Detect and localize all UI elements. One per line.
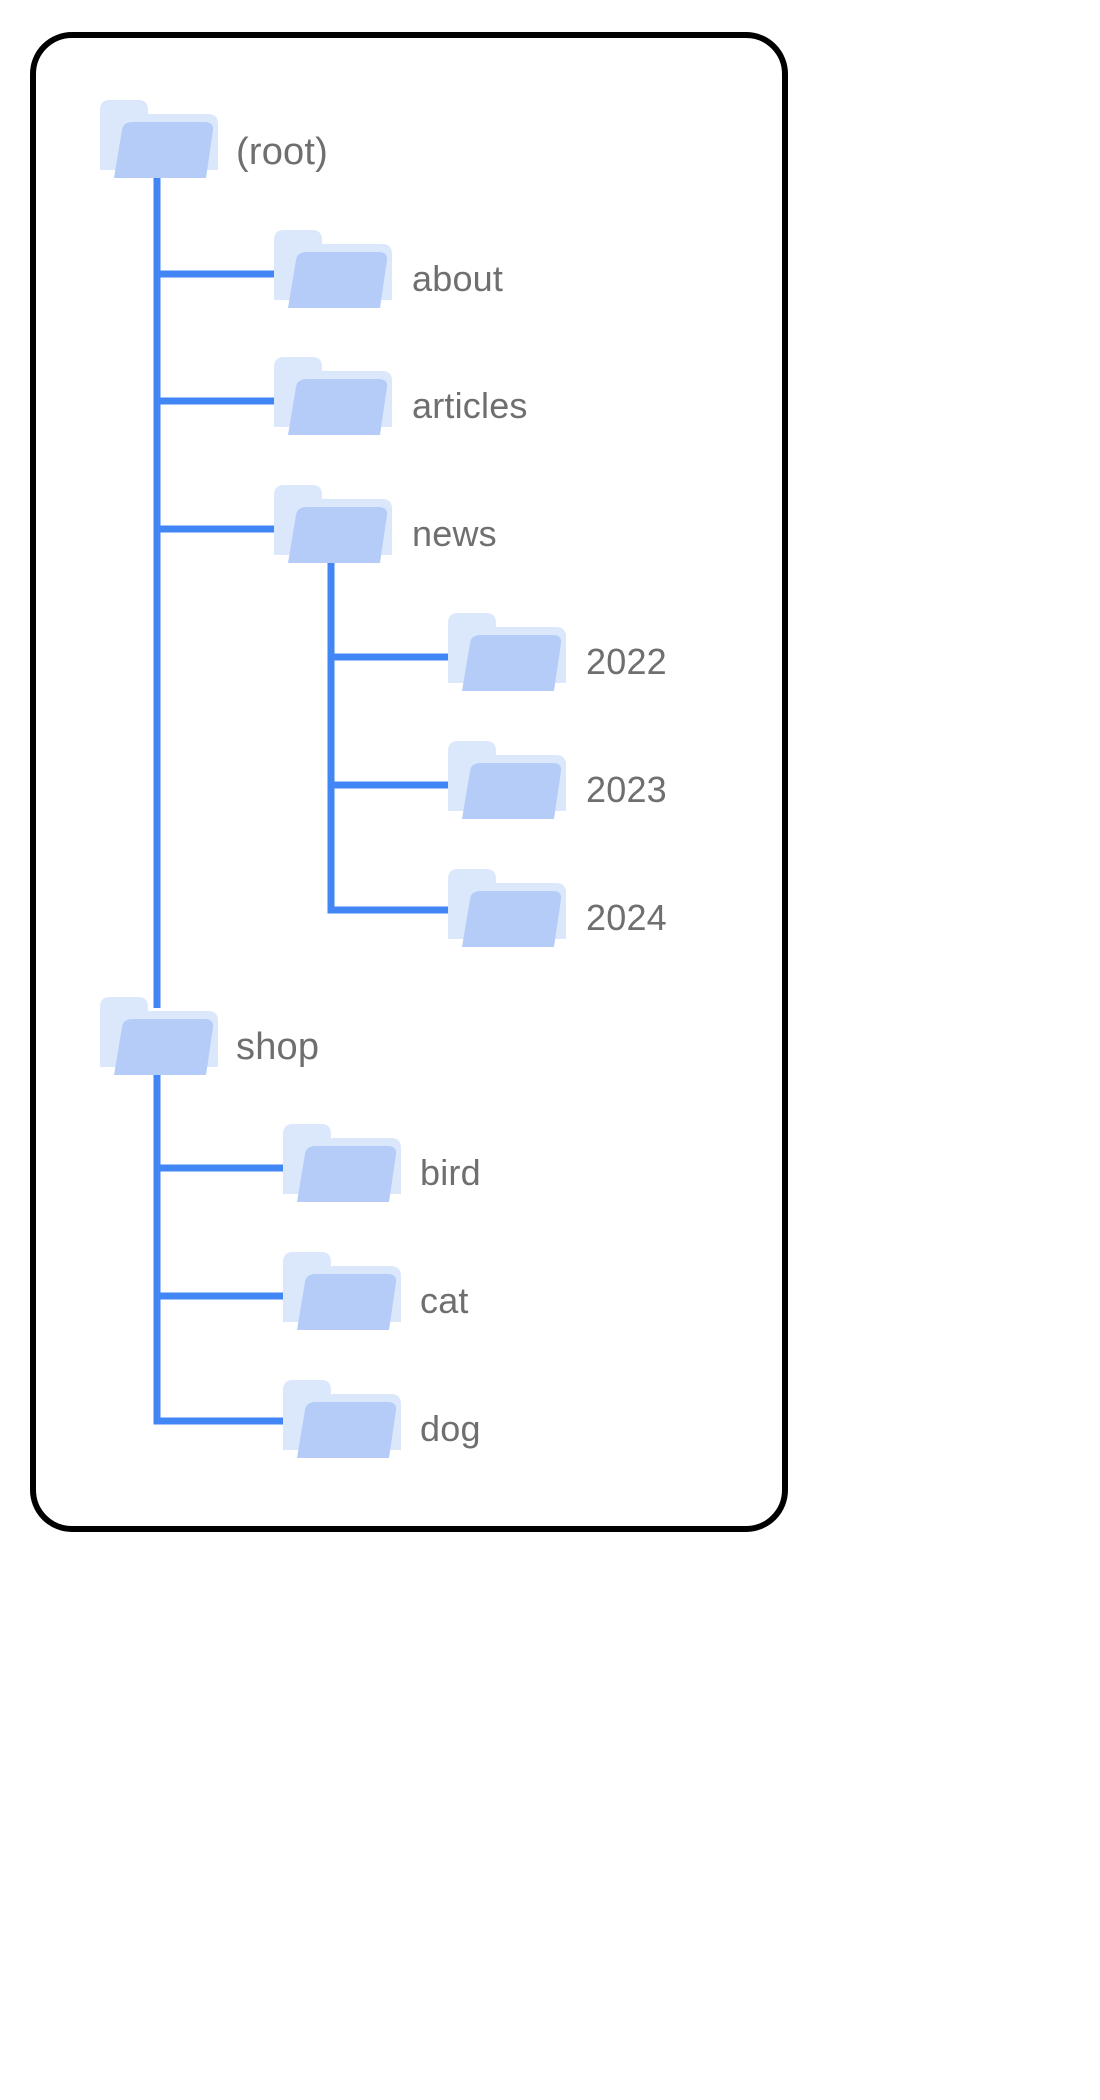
folder-icon[interactable] — [283, 1252, 401, 1330]
node-label-news-2024[interactable]: 2024 — [586, 897, 667, 938]
folder-icon[interactable] — [283, 1124, 401, 1202]
node-label-news-2023[interactable]: 2023 — [586, 769, 667, 810]
folder-icon[interactable] — [100, 100, 218, 178]
node-label-articles[interactable]: articles — [412, 385, 528, 426]
node-label-shop-bird[interactable]: bird — [420, 1152, 481, 1193]
node-label-shop[interactable]: shop — [236, 1026, 320, 1068]
folder-icon[interactable] — [448, 613, 566, 691]
folder-icon[interactable] — [448, 869, 566, 947]
folder-icon[interactable] — [274, 485, 392, 563]
folder-icon[interactable] — [283, 1380, 401, 1458]
node-label-root[interactable]: (root) — [236, 131, 328, 173]
folder-icon[interactable] — [448, 741, 566, 819]
tree-edges — [153, 178, 455, 1425]
folder-icon[interactable] — [274, 230, 392, 308]
node-label-news[interactable]: news — [412, 513, 497, 554]
node-label-news-2022[interactable]: 2022 — [586, 641, 667, 682]
folder-icon[interactable] — [274, 357, 392, 435]
node-label-shop-cat[interactable]: cat — [420, 1280, 469, 1321]
node-label-about[interactable]: about — [412, 258, 504, 299]
node-label-shop-dog[interactable]: dog — [420, 1408, 481, 1449]
folder-icon[interactable] — [100, 997, 218, 1075]
